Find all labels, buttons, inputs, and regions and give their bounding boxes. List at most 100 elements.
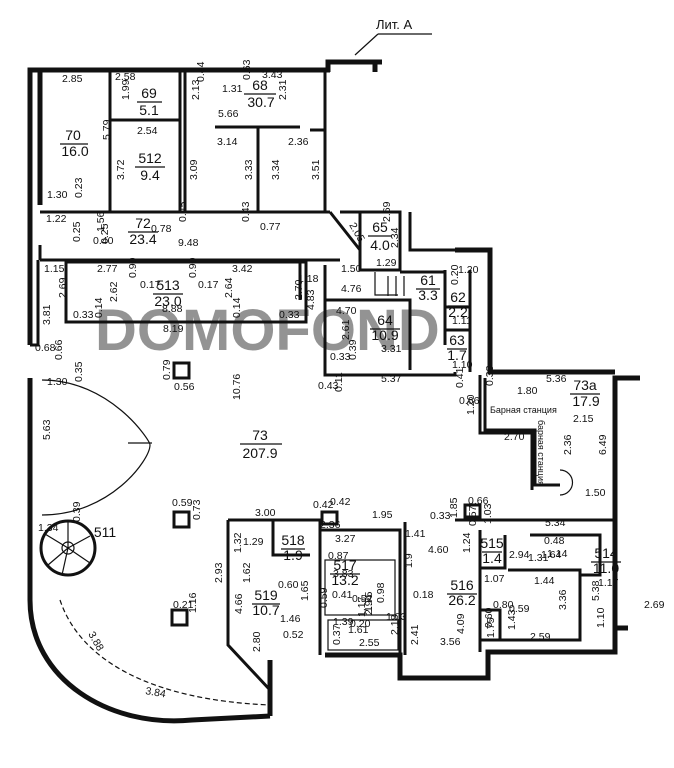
dimension-label: 1.30 bbox=[47, 376, 68, 388]
dimension-label: 0.33 bbox=[330, 351, 351, 363]
dimension-label: 0.48 bbox=[544, 535, 565, 547]
dimension-label: 3.33 bbox=[243, 159, 255, 180]
dimension-label: 0.33 bbox=[430, 510, 451, 522]
dimension-label: 0.38 bbox=[484, 365, 496, 386]
dimension-label: 2.61 bbox=[340, 319, 352, 340]
bar-station bbox=[478, 375, 574, 496]
dimension-label: 2.94 bbox=[363, 594, 375, 615]
dimension-label: 0.39 bbox=[347, 339, 359, 360]
dimension-label: 2.69 bbox=[644, 599, 665, 611]
room-73a-number: 73а bbox=[573, 377, 597, 393]
room-65-area: 4.0 bbox=[370, 237, 390, 253]
room-64-area: 10.9 bbox=[371, 327, 398, 343]
room-69-number: 69 bbox=[141, 85, 157, 101]
dimension-label: 2.41 bbox=[409, 624, 421, 645]
dimension-label: 3.09 bbox=[188, 159, 200, 180]
dimension-label: 2.69 bbox=[381, 201, 393, 222]
dimension-label: 0.66 bbox=[53, 339, 65, 360]
dimension-label: 0.43 bbox=[318, 380, 339, 392]
dimension-label: 1.24 bbox=[461, 532, 473, 553]
dimension-label: 0.66 bbox=[468, 495, 489, 507]
dimension-label: 1.29 bbox=[376, 257, 397, 269]
dimension-label: 3.83 bbox=[333, 568, 354, 580]
dimension-label: 2.13 bbox=[190, 79, 202, 100]
dimension-label: 0.18 bbox=[413, 589, 434, 601]
room-62-number: 62 bbox=[450, 289, 466, 305]
outer-walls bbox=[27, 59, 640, 724]
dimension-label: 1.11 bbox=[452, 315, 472, 327]
dimension-label: 0.66 bbox=[459, 395, 480, 407]
room-72-number: 72 bbox=[135, 215, 151, 231]
dimension-label: 0.25 bbox=[71, 221, 83, 242]
dimension-label: 0.77 bbox=[260, 221, 281, 233]
dimension-label: 0.14 bbox=[93, 297, 105, 318]
dimension-label: 1.16 bbox=[187, 592, 199, 613]
dimension-label: 1.46 bbox=[280, 613, 301, 625]
room-72-area: 23.4 bbox=[129, 231, 156, 247]
dimension-label: 3.56 bbox=[440, 636, 461, 648]
dimension-label: 0.98 bbox=[375, 582, 387, 603]
dimension-label: 1.85 bbox=[448, 497, 460, 518]
dimension-label: 1.64 bbox=[541, 549, 562, 561]
room-517-area: 13.2 bbox=[331, 572, 358, 588]
room-70-number: 70 bbox=[65, 127, 81, 143]
dimension-label: 2.55 bbox=[359, 637, 380, 649]
dimension-label: 0.79 bbox=[161, 359, 173, 380]
room-64-number: 64 bbox=[377, 312, 393, 328]
dimension-label: 1.07 bbox=[484, 573, 505, 585]
dimension-label: 2.93 bbox=[213, 562, 225, 583]
dimension-label: 1.32 bbox=[232, 532, 244, 553]
dimension-label: 0.90 bbox=[187, 257, 199, 278]
dimension-label: 0.73 bbox=[191, 499, 203, 520]
dimension-label: 2.70 bbox=[504, 431, 525, 443]
dimension-label: 1.03 bbox=[482, 503, 494, 524]
stair-61 bbox=[387, 276, 405, 296]
dimension-label: 10.76 bbox=[231, 374, 243, 400]
dimension-label: 1.75 bbox=[363, 591, 375, 612]
dimension-label: 4.76 bbox=[341, 283, 362, 295]
room-labels: 70 16.0 69 5.1 512 9.4 68 30.7 72 23.4 6… bbox=[60, 77, 621, 618]
dimension-label: 1.80 bbox=[517, 385, 538, 397]
dimension-label: 0.60 bbox=[278, 579, 299, 591]
dimension-label: 2.77 bbox=[97, 263, 118, 275]
dimension-label: 0.42 bbox=[330, 496, 351, 508]
room-513-area: 23.0 bbox=[154, 293, 181, 309]
dimension-label: 0.41 bbox=[332, 589, 353, 601]
room-62-area: 2.2 bbox=[448, 304, 468, 320]
internal-walls bbox=[30, 70, 472, 377]
dimension-label: 0.20 bbox=[449, 264, 461, 285]
room-515-area: 1.4 bbox=[482, 550, 502, 566]
dimension-label: 3.88 bbox=[85, 630, 106, 654]
dimension-label: 0.44 bbox=[195, 61, 207, 82]
dimension-label: 4.66 bbox=[233, 593, 245, 614]
dimension-label: 1.29 bbox=[243, 536, 264, 548]
dimension-label: 2.15 bbox=[573, 413, 594, 425]
dimension-label: 2.85 bbox=[62, 73, 83, 85]
dimension-label: 1.10 bbox=[452, 359, 473, 371]
room-73-area: 207.9 bbox=[242, 445, 277, 461]
dimension-label: 0.35 bbox=[73, 361, 85, 382]
dimension-label: 3.81 bbox=[41, 304, 53, 325]
dimension-label: 1.50 bbox=[585, 487, 606, 499]
dimension-label: 0.43 bbox=[240, 201, 252, 222]
room-61-number: 61 bbox=[420, 272, 436, 288]
dimension-label: 9.48 bbox=[178, 237, 199, 249]
room-514-area: 11.0 bbox=[593, 560, 619, 576]
dimension-label: 1.41 bbox=[405, 528, 426, 540]
dimension-label: 0.52 bbox=[283, 629, 304, 641]
room-513-number: 513 bbox=[156, 277, 180, 293]
dimension-label: 2.70 bbox=[293, 279, 305, 300]
dimension-label: 3.72 bbox=[115, 159, 127, 180]
dimension-label: 0.17 bbox=[198, 279, 219, 291]
room-512-area: 9.4 bbox=[140, 167, 160, 183]
room-69-area: 5.1 bbox=[139, 102, 159, 118]
dimension-label: 1.20 bbox=[465, 394, 477, 415]
room-73-number: 73 bbox=[252, 427, 268, 443]
room-68-number: 68 bbox=[252, 77, 268, 93]
lower-walls bbox=[170, 361, 617, 692]
spiral-stair-511 bbox=[39, 519, 97, 577]
dimension-label: 1.31 bbox=[528, 552, 549, 564]
room-518-number: 518 bbox=[281, 532, 305, 548]
room-70-area: 16.0 bbox=[61, 143, 88, 159]
